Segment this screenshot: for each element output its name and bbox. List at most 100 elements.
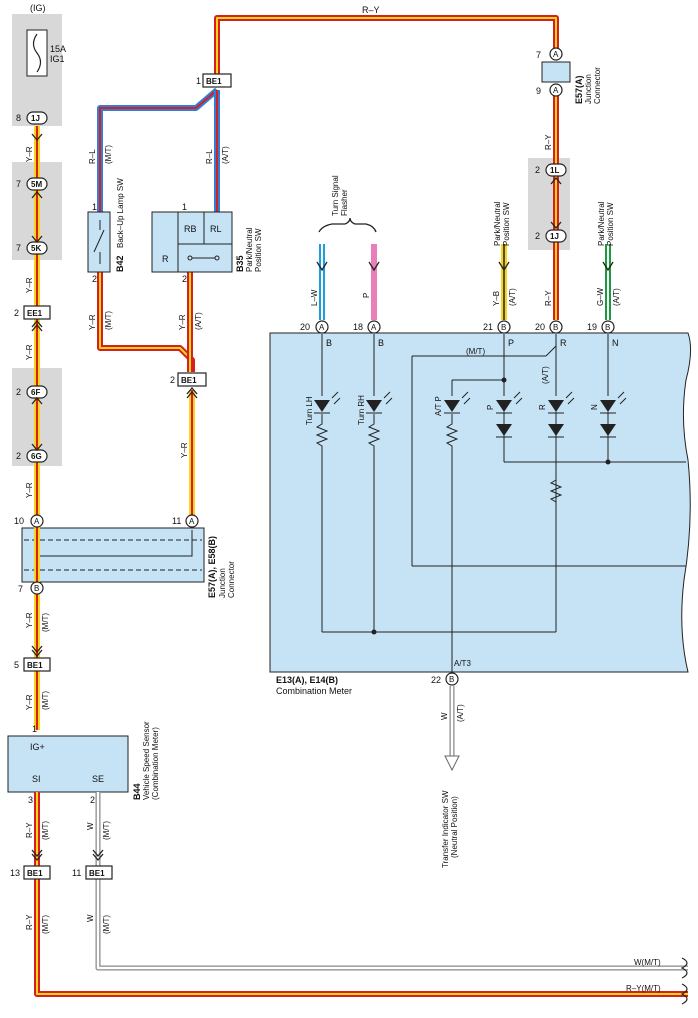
pin-a-letter-11: A [189,517,195,526]
pin-b-letter-7: B [34,584,39,593]
wire-r-l [97,87,220,212]
wire-label-ry-right-up: R–Y [544,134,553,150]
pin-7a: 7 [16,179,21,189]
wire-label-at-1: (A/T) [221,146,230,164]
b35-name1: Park/Neutral [245,227,254,272]
e57-mid-name1: Junction [218,568,227,598]
connector-be1-11-icon [85,865,113,880]
back-up-lamp-switch [87,211,111,273]
wire-label-ry-speed: R–Y [25,822,34,838]
pin-b-letter-20: B [553,323,558,332]
pin-b-21-icon [497,320,511,334]
pn1-name2: Position SW [502,202,511,246]
wire-label-w-mt: W(M/T) [634,958,661,967]
fuse-rating: 15A [50,44,66,54]
pin-18: 18 [353,322,363,332]
b44-name2: (Combination Meter) [151,727,160,800]
led-n [600,391,627,438]
wire-w-speed [95,792,688,971]
wire-label-rl-1: R–L [88,149,97,164]
pin-b-19-icon [601,320,615,334]
wire-label-yr-5: Y–R [25,612,34,628]
pin-a-letter-e57-9: A [553,86,559,95]
wire-label-gw: G–W [596,287,605,306]
meter-code: E13(A), E14(B) [276,675,338,685]
fuse-icon [26,29,48,77]
transfer-name1: Transfer Indicator SW [441,790,450,868]
led-turn-lh [314,391,341,452]
pin-5: 5 [14,660,19,670]
label-1l: 1L [550,166,559,175]
park-neutral-switch-b35 [151,211,233,273]
b42-name: Back–Up Lamp SW [116,178,125,248]
b35-name2: Position SW [254,228,263,272]
terminal-r: R [162,254,169,264]
wire-label-mt-5: (M/T) [41,915,50,934]
wire-r-y-top [214,15,559,74]
wire-label-yr-b42: Y–R [88,314,97,330]
label-turn-rh: Turn RH [357,395,366,425]
b44-code: B44 [132,783,142,800]
wire-label-yb: Y–B [492,291,501,306]
pin-2-1j: 2 [535,231,540,241]
wire-label-p: P [362,293,371,298]
connector-be1-top-icon [202,73,232,88]
pin-2-b42: 2 [92,274,97,284]
label-6f: 6F [31,388,40,397]
pin-7c: 7 [18,584,23,594]
pin-9-e57: 9 [536,86,541,96]
pn1-name1: Park/Neutral [493,201,502,246]
pin-b-letter-19: B [605,323,610,332]
wire-label-yr-b35: Y–R [178,314,187,330]
wire-label-w-speed: W [86,822,95,830]
label-led-p: P [486,405,495,410]
pin-2-b35: 2 [182,274,187,284]
label-be1-13: BE1 [27,869,43,878]
led-p [496,391,523,438]
pin-20a: 20 [300,322,310,332]
meter-at3-label: A/T3 [454,659,471,668]
b42-code: B42 [115,255,125,272]
fuse-source-label: (IG) [30,3,46,13]
wire-label-yr-4: Y–R [25,482,34,498]
b44-igplus: IG+ [30,742,45,752]
wire-label-at-3: (A/T) [508,288,517,306]
e57a-top-code: E57(A) [574,75,584,104]
connector-be1-13-icon [23,865,51,880]
pin-a-18-icon [367,320,381,334]
label-led-n: N [590,404,599,410]
connector-be1-mid-icon [177,372,207,387]
combination-meter-body [269,332,692,673]
pin-1-be1: 1 [196,76,201,86]
pin-7-e57: 7 [536,50,541,60]
wire-label-yr-mid: Y–R [180,442,189,458]
pin-b-7-icon [30,581,44,595]
wire-label-rl-2: R–L [205,149,214,164]
wire-label-mt-3: (M/T) [41,821,50,840]
pin-11: 11 [172,516,181,526]
meter-at-label: (A/T) [541,366,550,384]
transfer-name2: (Neutral Position) [450,796,459,858]
wire-label-ry-top: R–Y [362,5,380,15]
fuse-name: IG1 [50,54,65,64]
pin-2b: 2 [16,387,21,397]
connector-1l-icon [545,163,567,177]
pin-b-20-icon [549,320,563,334]
pin-2-1l: 2 [535,165,540,175]
meter-terminal-n: N [612,338,619,348]
led-r [548,391,575,508]
wire-label-at-5: (A/T) [456,704,465,722]
b44-si: SI [32,774,41,784]
connector-1j-right-icon [545,229,567,243]
b44-name1: Vehicle Speed Sensor [142,721,151,800]
flasher-name1: Turn Signal [331,175,340,216]
label-be1-b44: BE1 [27,661,43,670]
label-be1-mid: BE1 [181,376,197,385]
wire-label-ry-right-low: R–Y [544,290,553,306]
wire-label-ry-mt: R–Y(M/T) [626,984,661,993]
terminal-rl: RL [210,224,222,234]
pin-a-11-icon [185,514,199,528]
wire-label-mt-8: (M/T) [104,311,113,330]
